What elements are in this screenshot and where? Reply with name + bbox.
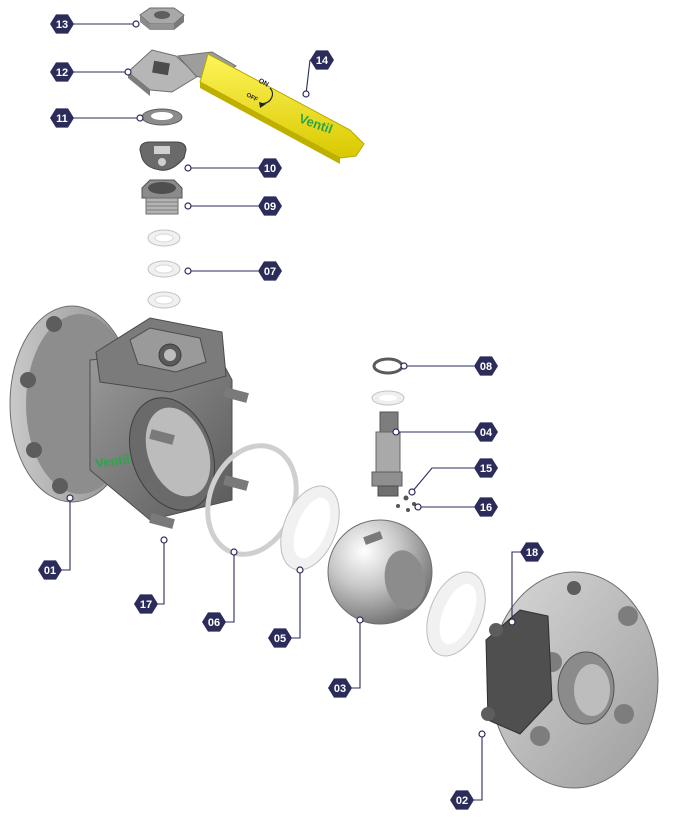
callout-number: 01 [44, 565, 56, 577]
callout-02: 02 [450, 790, 474, 810]
callout-13: 13 [50, 14, 74, 34]
callout-number: 04 [480, 427, 493, 439]
callout-08: 08 [474, 356, 498, 376]
callout-03: 03 [328, 678, 352, 698]
body-brand-text: Ventil [94, 451, 130, 471]
seat-part [280, 485, 340, 571]
callout-17: 17 [134, 594, 158, 614]
stem-part [371, 411, 403, 497]
callout-leaders [60, 23, 522, 801]
callout-01: 01 [38, 560, 62, 580]
callout-number: 05 [274, 633, 286, 645]
stem-packing-part [147, 229, 181, 309]
hex-nut-part [139, 7, 185, 30]
callout-badge [474, 458, 498, 478]
callout-05: 05 [268, 628, 292, 648]
part-labels: 13 12 14 11 10 09 07 08 04 15 16 01 17 06 05 03 18 02 [38, 14, 544, 810]
callout-badge [50, 14, 74, 34]
callout-number: 11 [56, 113, 68, 125]
callout-12: 12 [50, 62, 74, 82]
callout-badge [202, 612, 226, 632]
callout-anchor-dots [66, 20, 516, 738]
callout-number: 07 [264, 266, 276, 278]
handle-on-text: ON [257, 78, 270, 89]
callout-number: 12 [56, 67, 68, 79]
callout-number: 16 [480, 502, 492, 514]
callout-badge [520, 542, 544, 562]
stud-bolts [149, 387, 249, 529]
tab-washer-part [139, 141, 187, 171]
callout-badge [258, 158, 282, 178]
callout-number: 08 [480, 361, 492, 373]
valve-body-part: Ventil [9, 305, 249, 529]
callout-badge [38, 560, 62, 580]
callout-15: 15 [474, 458, 498, 478]
callout-badge [310, 50, 334, 70]
callout-06: 06 [202, 612, 226, 632]
callout-number: 03 [334, 683, 346, 695]
callout-07: 07 [258, 261, 282, 281]
gland-nut-part [141, 179, 183, 215]
stem-oring-part [371, 357, 405, 406]
callout-badge [50, 62, 74, 82]
callout-number: 15 [480, 463, 492, 475]
handle-off-text: OFF [245, 92, 259, 103]
lever-handle-part: ON OFF Ventil [127, 49, 365, 164]
callout-number: 14 [316, 55, 329, 67]
callout-09: 09 [258, 196, 282, 216]
callout-number: 18 [526, 547, 538, 559]
callout-badge [258, 196, 282, 216]
callout-14: 14 [310, 50, 334, 70]
callout-badge [50, 108, 74, 128]
callout-badge [474, 497, 498, 517]
callout-11: 11 [50, 108, 74, 128]
lock-washer-part [141, 108, 183, 126]
callout-badge [328, 678, 352, 698]
callout-16: 16 [474, 497, 498, 517]
callout-badge [474, 356, 498, 376]
callout-number: 02 [456, 795, 468, 807]
callout-18: 18 [520, 542, 544, 562]
callout-04: 04 [474, 422, 498, 442]
callout-number: 13 [56, 19, 68, 31]
end-cap-part [481, 571, 659, 789]
callout-number: 10 [264, 163, 276, 175]
callout-number: 06 [208, 617, 220, 629]
callout-number: 17 [140, 599, 152, 611]
callout-badge [258, 261, 282, 281]
callout-number: 09 [264, 201, 276, 213]
callout-badge [268, 628, 292, 648]
callout-badge [450, 790, 474, 810]
callout-10: 10 [258, 158, 282, 178]
ball-part [327, 519, 433, 625]
callout-badge [474, 422, 498, 442]
callout-badge [134, 594, 158, 614]
anti-static-parts [396, 495, 416, 512]
seat-right-part [426, 571, 486, 657]
